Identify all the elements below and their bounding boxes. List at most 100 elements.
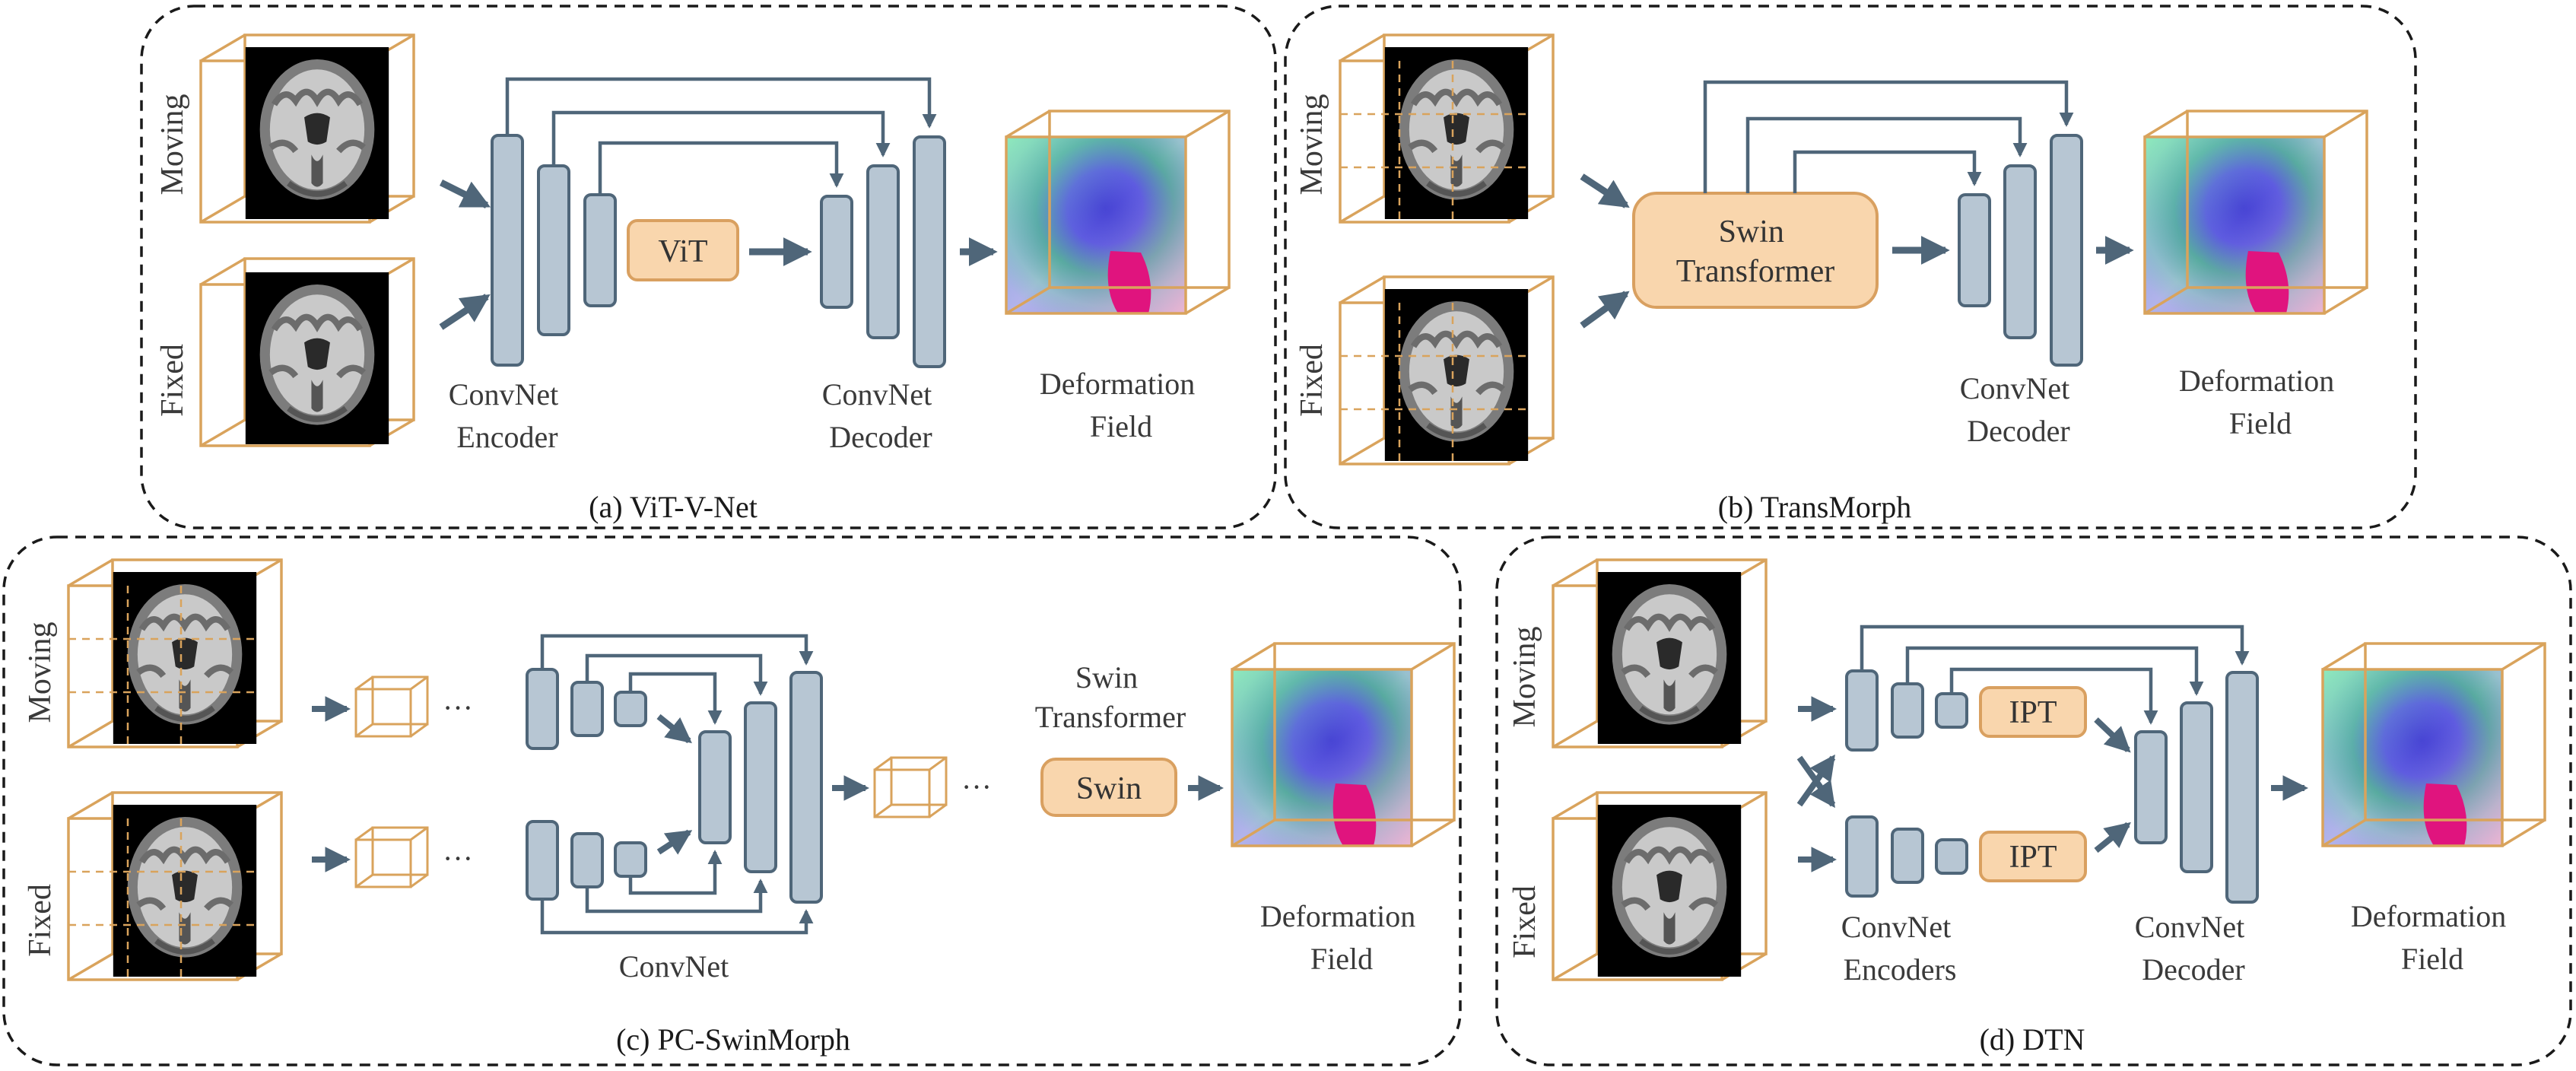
swin-transformer-label-line-2: Transformer xyxy=(1676,254,1834,289)
deformation-field-label-line-1: Deformation xyxy=(2351,899,2506,933)
deformation-field-volume xyxy=(1231,642,1456,847)
skip-connection-2 xyxy=(1745,116,2028,193)
fixed-patch-ellipsis: ··· xyxy=(443,841,473,876)
fixed-encoder-block-1 xyxy=(526,820,559,901)
decoder-block-3 xyxy=(789,671,823,904)
fixed-label: Fixed xyxy=(1294,344,1329,417)
decoder-block-3 xyxy=(913,135,946,368)
moving-label: Moving xyxy=(1507,626,1542,727)
fixed-image-volume xyxy=(67,791,283,981)
cross-arrow-up xyxy=(1796,754,1836,807)
moving-input-arrow xyxy=(439,179,491,209)
decoder-label: ConvNet Decoder xyxy=(1960,371,2077,448)
swin-transformer-label-line-1: Swin xyxy=(1719,215,1784,249)
moving-bottleneck-arrow xyxy=(656,713,692,744)
skip-connection-1 xyxy=(1860,624,2250,671)
fixed-patch-cube xyxy=(354,826,429,888)
panel-b: Moving Fixed Swin Transformer xyxy=(1284,5,2417,529)
skip-connection-2 xyxy=(551,110,891,166)
fixed-label: Fixed xyxy=(155,344,190,417)
fixed-encoder-block-3 xyxy=(614,841,647,878)
moving-label: Moving xyxy=(1294,94,1329,195)
deformation-field-label-line-2: Field xyxy=(2401,942,2463,976)
deformation-field-label-line-1: Deformation xyxy=(1040,367,1195,401)
moving-ipt-block xyxy=(1979,686,2087,738)
deformation-field-label: Deformation Field xyxy=(2351,899,2514,976)
fixed-ipt-block xyxy=(1979,831,2087,882)
moving-skip-connection-3 xyxy=(628,672,723,725)
deformation-field-label-line-2: Field xyxy=(2229,406,2292,440)
deformation-field-volume xyxy=(2321,642,2546,847)
vit-block xyxy=(627,219,739,281)
fixed-encoder-block-2 xyxy=(1891,828,1924,884)
moving-image-volume xyxy=(67,558,283,748)
deformation-field-volume xyxy=(2143,110,2368,315)
decoder-block-2 xyxy=(2003,164,2037,339)
encoder-label: ConvNet Encoder xyxy=(449,377,566,454)
deformation-field-label-line-1: Deformation xyxy=(2179,364,2334,398)
skip-connection-1 xyxy=(1703,80,2074,193)
fixed-encoder-block-2 xyxy=(570,832,604,888)
moving-encoder-block-1 xyxy=(526,668,559,750)
deformation-field-volume xyxy=(1005,110,1231,315)
encoder-label-line-2: Encoder xyxy=(456,420,557,454)
skip-connection-3 xyxy=(1949,667,2158,725)
panel-d: Moving Fixed IPT IPT xyxy=(1495,536,2572,1066)
output-patch-ellipsis: ··· xyxy=(961,770,992,804)
fixed-encoder-block-3 xyxy=(1935,838,1968,875)
swin-transformer-title-line-2: Transformer xyxy=(1035,700,1186,734)
moving-ipt-label: IPT xyxy=(2009,695,2057,730)
swin-transformer-title: Swin Transformer xyxy=(1035,660,1186,734)
encoder-label-line-1: ConvNet xyxy=(449,377,558,412)
fixed-encoder-block-1 xyxy=(1845,815,1879,898)
decoder-block-2 xyxy=(866,164,900,339)
deformation-field-label-line-2: Field xyxy=(1310,942,1373,976)
panel-a: Moving Fixed ViT xyxy=(140,5,1277,529)
moving-input-arrow xyxy=(1580,173,1630,208)
decoder-block-2 xyxy=(744,701,777,873)
skip-connection-1 xyxy=(505,77,937,135)
decoder-block-1 xyxy=(698,730,732,844)
fixed-skip-connection-1 xyxy=(540,899,814,935)
encoders-label-line-2: Encoders xyxy=(1844,952,1957,987)
decoder-label-line-2: Decoder xyxy=(1967,414,2069,448)
encoders-label-line-1: ConvNet xyxy=(1841,910,1951,944)
panel-a-caption: (a) ViT-V-Net xyxy=(589,490,758,524)
fixed-label: Fixed xyxy=(1507,885,1542,958)
moving-encoder-block-3 xyxy=(1935,692,1968,729)
moving-patch-ellipsis: ··· xyxy=(443,691,473,725)
panel-b-caption: (b) TransMorph xyxy=(1718,490,1911,524)
encoder-block-2 xyxy=(537,164,570,336)
swin-block-label: Swin xyxy=(1076,771,1142,806)
deformation-field-label-line-2: Field xyxy=(1090,409,1152,443)
fixed-label: Fixed xyxy=(23,884,58,957)
encoders-label: ConvNet Encoders xyxy=(1841,910,1958,987)
convnet-label: ConvNet xyxy=(619,949,729,984)
moving-encoder-block-1 xyxy=(1845,669,1879,752)
decoder-label-line-2: Decoder xyxy=(2142,952,2244,987)
decoder-block-1 xyxy=(820,195,853,309)
decoder-label-line-1: ConvNet xyxy=(822,377,932,412)
skip-connection-2 xyxy=(1905,646,2204,696)
decoder-label-line-1: ConvNet xyxy=(1960,371,2069,405)
fixed-input-arrow xyxy=(1580,291,1630,329)
panel-c-frame xyxy=(2,536,1462,1066)
decoder-block-2 xyxy=(2180,701,2213,873)
fixed-image-volume xyxy=(1552,791,1768,981)
moving-encoder-block-3 xyxy=(614,691,647,727)
output-patch-cube xyxy=(873,756,948,818)
moving-image-volume xyxy=(1339,33,1555,224)
panel-c: Moving Fixed ··· ··· xyxy=(2,536,1462,1066)
deformation-field-label: Deformation Field xyxy=(1040,367,1202,443)
moving-skip-connection-1 xyxy=(540,634,814,669)
skip-connection-3 xyxy=(598,141,844,195)
skip-connection-3 xyxy=(1793,150,1982,193)
fixed-image-volume xyxy=(1339,275,1555,466)
panel-d-frame xyxy=(1495,536,2572,1066)
moving-skip-connection-2 xyxy=(585,653,768,696)
decoder-label-line-2: Decoder xyxy=(829,420,932,454)
fixed-bottleneck-arrow xyxy=(656,829,693,855)
moving-encoder-block-2 xyxy=(1891,682,1924,739)
decoder-label: ConvNet Decoder xyxy=(822,377,939,454)
